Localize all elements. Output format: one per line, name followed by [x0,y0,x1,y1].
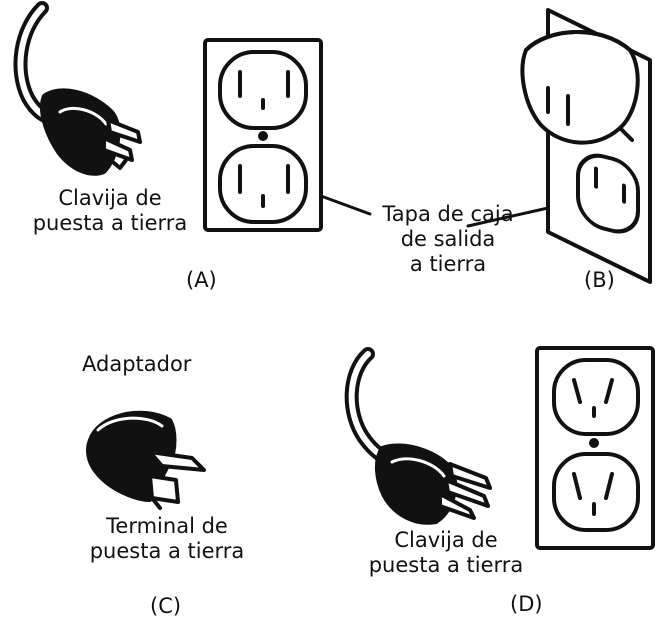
panel-letter-a: (A) [186,268,217,292]
adapter-label: Adaptador [82,352,192,376]
outlet-cover-label: Tapa de caja de salida a tierra [382,202,514,276]
grounded-plug-icon-a [13,1,142,176]
panel-letter-c: (C) [150,594,182,618]
adapter-icon-c [86,410,206,510]
outlet-with-adapter-icon-b [466,8,652,284]
plug-label-a: Clavija de puesta a tierra [32,186,188,235]
duplex-outlet-icon-d [535,346,655,550]
duplex-outlet-icon-a [203,38,372,232]
grounded-plug-icon-d [344,347,492,525]
panel-letter-b: (B) [584,268,615,292]
plug-label-d: Clavija de puesta a tierra [368,528,524,577]
panel-letter-d: (D) [510,592,543,616]
terminal-label: Terminal de puesta a tierra [89,514,245,563]
